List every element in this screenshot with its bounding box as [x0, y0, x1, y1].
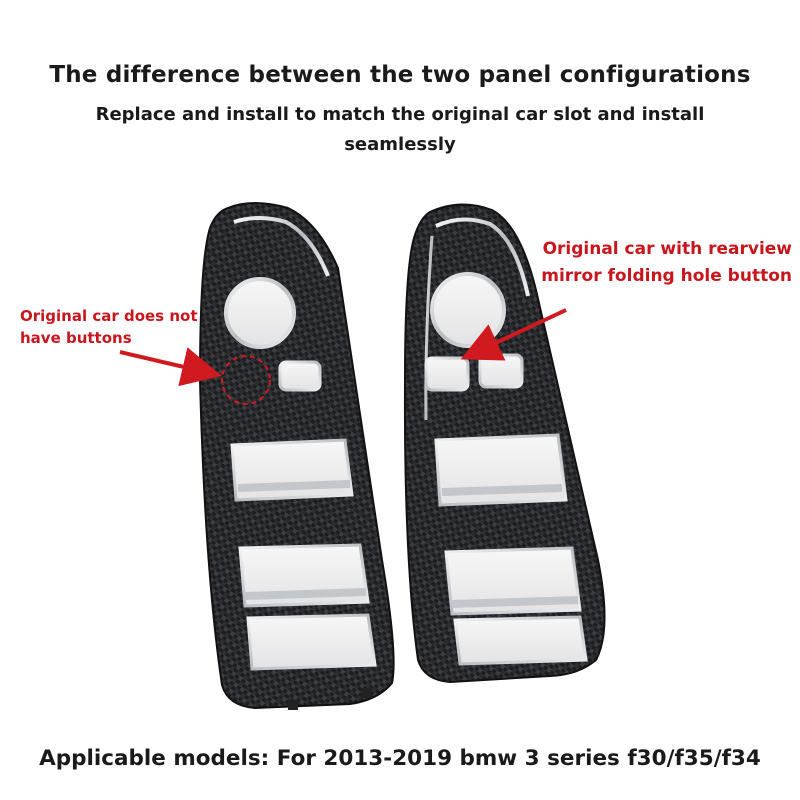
left-mirror-knob-hole: [224, 277, 296, 349]
applicable-models: Applicable models: For 2013-2019 bmw 3 s…: [39, 746, 761, 771]
right-small-button-hole: [478, 353, 524, 389]
left-missing-button-marker: [221, 355, 271, 405]
left-arrow: [119, 347, 222, 387]
right-arrow: [460, 308, 567, 361]
page-subtitle: Replace and install to match the origina…: [95, 104, 705, 155]
page-title: The difference between the two panel con…: [49, 62, 751, 88]
right-panel: [403, 203, 606, 684]
left-small-button-hole: [278, 360, 322, 392]
left-panel: [198, 202, 395, 710]
right-mirror-folding-hole: [424, 356, 470, 392]
left-annotation: Original car does not have buttons: [20, 307, 198, 347]
left-window-switch-hole-3: [246, 613, 377, 671]
right-window-switch-hole-3: [453, 615, 588, 666]
right-mirror-knob-hole: [430, 272, 506, 348]
right-annotation: Original car with rearview mirror foldin…: [541, 239, 792, 286]
